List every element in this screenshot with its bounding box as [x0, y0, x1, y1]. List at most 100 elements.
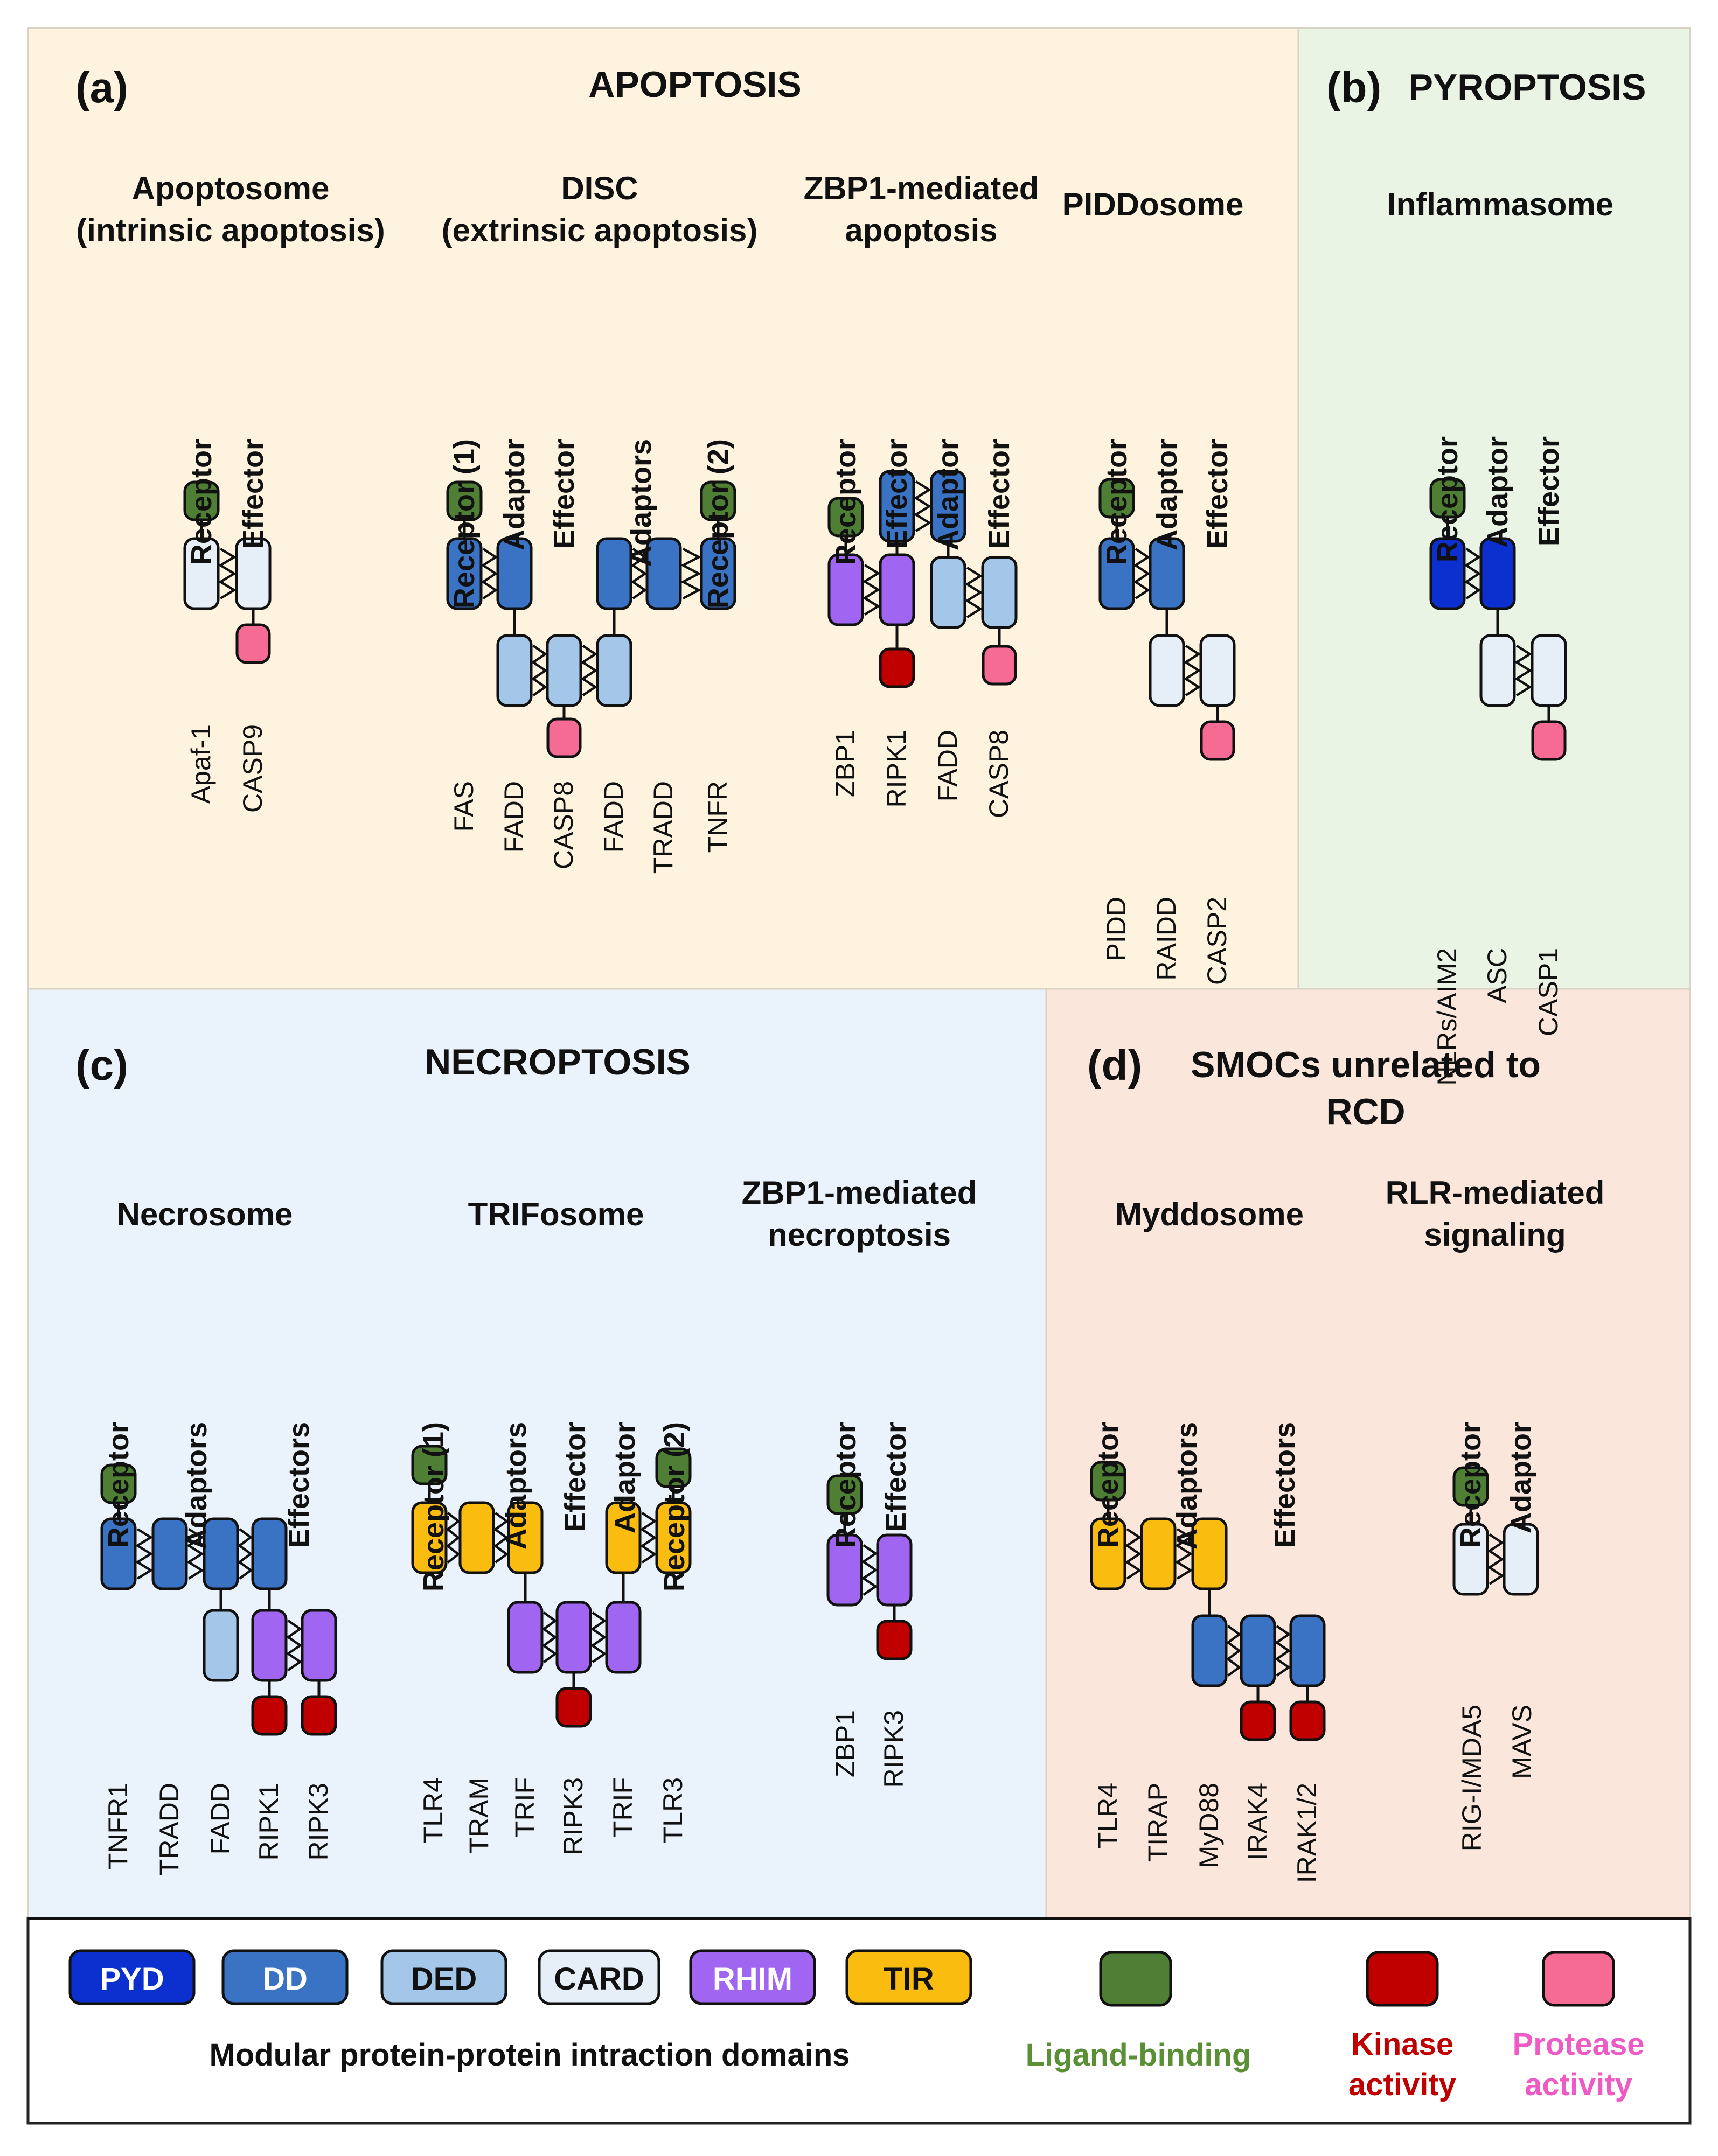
role-label-adaptors: Adaptors — [500, 1422, 532, 1550]
fadd-dd-domain-left — [496, 537, 533, 610]
apaf-1-card-domain — [183, 537, 220, 610]
role-label-adaptors: Adaptors — [625, 439, 657, 567]
protein-label-raidd: RAIDD — [1151, 897, 1181, 981]
casp8-protease-domain — [546, 717, 582, 758]
domain-interaction-zigzag — [680, 548, 701, 599]
ripk3-rhim-domain — [301, 1609, 337, 1682]
legend-rhim-swatch — [689, 1949, 816, 2005]
ripk1-rhim-domain — [251, 1609, 288, 1682]
protein-label-fadd: FADD — [599, 781, 629, 853]
casp8-ded-domain-2 — [596, 634, 632, 707]
complex-title-rlr-signaling: RLR-mediated — [1386, 1175, 1605, 1211]
ripk1-kinase-domain — [251, 1695, 288, 1736]
protein-label-tlr3: TLR3 — [658, 1777, 688, 1843]
domain-interaction-zigzag — [1124, 1528, 1142, 1580]
asc-pyd-domain — [1479, 537, 1516, 610]
ripk1-kinase-domain — [879, 647, 915, 688]
tnfr-dd-domain — [700, 537, 736, 610]
role-label-receptor: Receptor — [830, 439, 862, 565]
role-label-effector: Effector — [880, 1422, 912, 1532]
mavs-card-domain — [1503, 1523, 1539, 1596]
role-label-effector: Effector — [548, 439, 580, 549]
role-label-adaptors: Adaptors — [180, 1422, 213, 1550]
protein-label-tlr4: TLR4 — [418, 1777, 448, 1843]
domain-interaction-zigzag — [1487, 1533, 1505, 1585]
tlr4-tir-domain — [1090, 1517, 1126, 1590]
panel-b-pyroptosis — [1297, 27, 1691, 990]
casp1-card-domain — [1531, 634, 1567, 707]
domain-interaction-zigzag — [237, 1528, 253, 1580]
raidd-card-domain — [1149, 634, 1185, 707]
tlr4-tir-domain — [411, 1501, 448, 1574]
panel-c-tag: (c) — [75, 1041, 128, 1089]
apaf-1-ligand-domain — [183, 480, 220, 521]
domain-interaction-zigzag — [1274, 1625, 1291, 1677]
role-label-receptor-1: Receptor (1) — [448, 439, 481, 609]
panel-d-tag: (d) — [1087, 1041, 1142, 1089]
domain-interaction-zigzag — [630, 548, 648, 599]
domain-interaction-zigzag — [531, 645, 548, 696]
domain-interaction-zigzag — [1514, 645, 1533, 696]
complex-title-apoptosome: Apoptosome — [132, 170, 330, 206]
domain-interaction-zigzag — [135, 1528, 154, 1580]
zbp1-ligand-domain — [826, 1474, 863, 1515]
role-label-receptor: Receptor — [102, 1422, 135, 1548]
domain-interaction-zigzag — [964, 567, 983, 618]
irak1-2-dd-domain — [1289, 1614, 1326, 1687]
legend-rhim-label: RHIM — [713, 1962, 792, 1997]
legend-kinase-label-line-2: activity — [1348, 2067, 1456, 2102]
panel-d-smocs-unrelated-to-rcd — [1045, 988, 1691, 1920]
protein-label-tnfr: TNFR — [702, 781, 733, 853]
pidd-ligand-domain — [1098, 478, 1135, 519]
role-label-receptor-2: Receptor (2) — [702, 439, 734, 609]
role-label-receptor: Receptor — [185, 439, 218, 565]
zbp1-ligand-domain — [827, 497, 864, 538]
domain-interaction-zigzag — [1226, 1625, 1242, 1677]
legend-tir-label: TIR — [884, 1962, 934, 1997]
role-label-adaptors: Adaptors — [1171, 1422, 1203, 1550]
legend-dd-label: DD — [262, 1962, 308, 1997]
ripk3-kinase-domain — [555, 1687, 592, 1728]
panel-a-title: APOPTOSIS — [588, 64, 802, 105]
legend-domains-caption: Modular protein-protein intraction domai… — [210, 2038, 850, 2073]
legend-protease-label-line-2: activity — [1525, 2067, 1632, 2102]
legend-protease-label: Protease — [1512, 2027, 1644, 2062]
fas-ligand-domain — [446, 480, 483, 521]
casp2-protease-domain — [1200, 720, 1235, 761]
fadd-ded-domain — [930, 556, 966, 629]
protein-label-nlrs-aim2: NLRs/AIM2 — [1432, 948, 1462, 1086]
role-label-receptor-1: Receptor (1) — [418, 1422, 450, 1592]
panel-a-apoptosis — [27, 27, 1299, 990]
protein-label-zbp1: ZBP1 — [830, 730, 860, 797]
tnfr-ligand-domain — [700, 480, 736, 521]
domain-interaction-zigzag — [218, 548, 237, 599]
protein-label-casp1: CASP1 — [1533, 948, 1563, 1036]
role-label-adaptor: Adaptor — [1505, 1422, 1537, 1533]
tlr3-tir-domain — [655, 1501, 692, 1574]
role-label-effector: Effector — [1533, 436, 1565, 546]
tram-tir-domain — [458, 1501, 495, 1574]
casp1-protease-domain — [1531, 720, 1567, 761]
rig-i-mda5-ligand-domain — [1452, 1466, 1489, 1507]
legend-ligand-label: Ligand-binding — [1026, 2038, 1251, 2073]
legend-kinase-swatch — [1366, 1951, 1439, 2007]
text-layer: (a)APOPTOSIS(b)PYROPTOSIS(c)NECROPTOSIS(… — [75, 64, 1646, 1883]
panel-d-title-line-2: RCD — [1326, 1091, 1405, 1132]
protein-label-casp8: CASP8 — [984, 730, 1014, 818]
complex-title-piddosome: PIDDosome — [1062, 186, 1244, 222]
domain-interaction-zigzag — [1183, 645, 1201, 696]
tlr3-ligand-domain — [655, 1447, 692, 1488]
domain-interaction-zigzag — [481, 548, 498, 599]
domain-interaction-zigzag — [862, 564, 881, 616]
legend-tir-swatch — [845, 1949, 972, 2005]
nlrs-aim2-pyd-domain — [1429, 537, 1466, 610]
complex-title-zbp1-apoptosis: ZBP1-mediated — [804, 170, 1039, 206]
protein-label-myd88: MyD88 — [1194, 1783, 1224, 1868]
complex-title-zbp1-necroptosis-line-2: necroptosis — [768, 1217, 951, 1253]
protein-label-fadd: FADD — [205, 1783, 235, 1854]
protein-label-ripk1: RIPK1 — [881, 730, 912, 808]
domain-interaction-zigzag — [1133, 548, 1151, 599]
pidd-dd-domain — [1098, 537, 1135, 610]
fadd-dd-domain — [203, 1517, 239, 1590]
